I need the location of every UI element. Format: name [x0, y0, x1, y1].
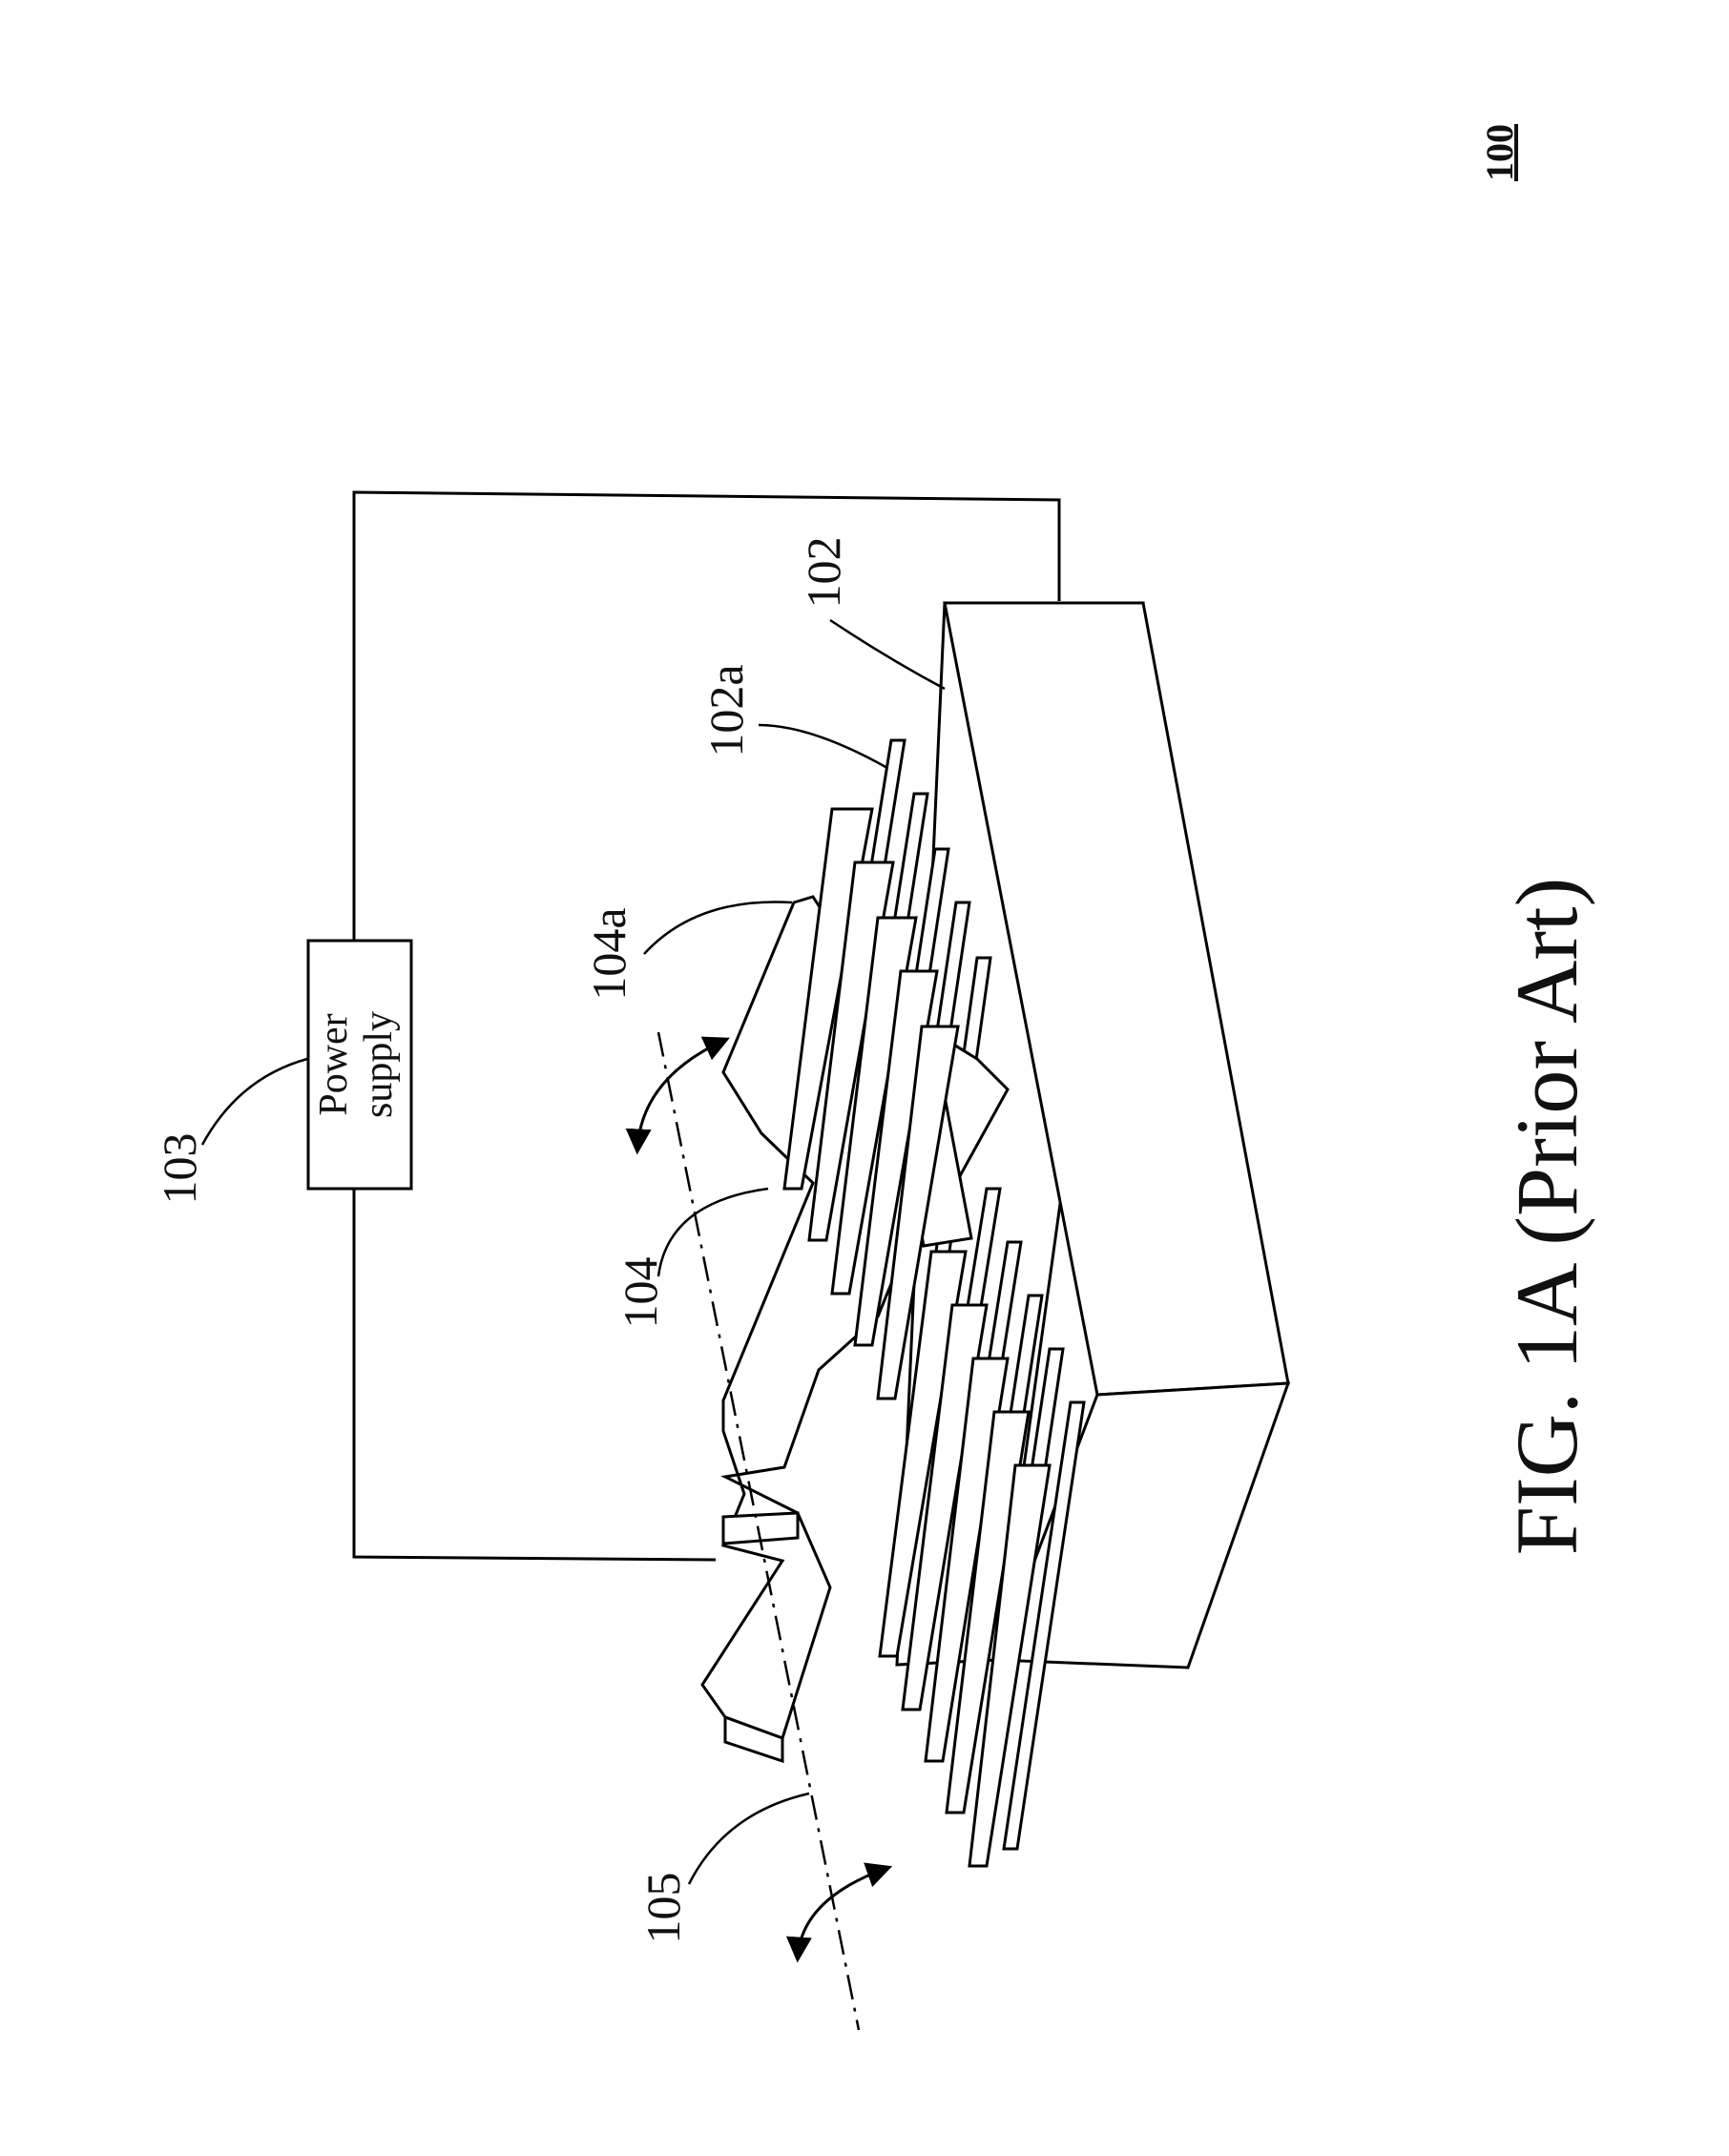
power-supply-label-line1: Power [312, 1013, 356, 1115]
sheet-number: 100 [1478, 124, 1521, 181]
leader-line-103 [202, 1059, 307, 1145]
leader-line-105 [689, 1793, 809, 1884]
label-105: 105 [636, 1873, 690, 1944]
label-102: 102 [797, 537, 850, 609]
leader-line-104a [644, 902, 792, 954]
leader-line-104 [658, 1189, 768, 1276]
leader-line-102 [830, 620, 945, 689]
label-103: 103 [153, 1133, 206, 1205]
figure-caption: FIG. 1A (Prior Art) [1498, 878, 1595, 1555]
leader-line-102a [759, 725, 887, 768]
label-104: 104 [614, 1257, 667, 1329]
power-supply-label-line2: supply [357, 1011, 401, 1118]
rotation-arrow-upper [637, 1040, 725, 1150]
circuit-wire [354, 1189, 716, 1560]
power-supply-block: Power supply [308, 941, 411, 1189]
label-104a: 104a [582, 907, 635, 1000]
label-102a: 102a [699, 664, 753, 757]
